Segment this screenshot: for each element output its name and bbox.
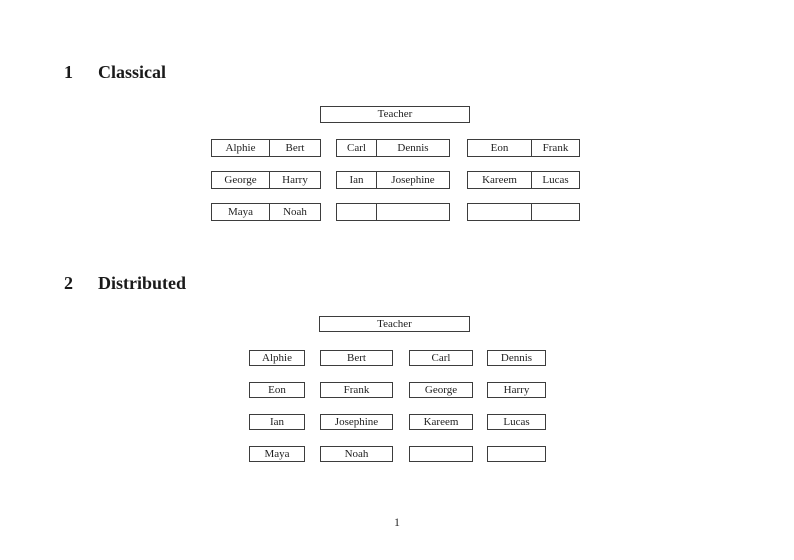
section-number: 2 bbox=[64, 273, 73, 293]
seat: Carl bbox=[337, 140, 377, 156]
section-2-heading: 2 Distributed bbox=[64, 273, 186, 293]
section-title: Distributed bbox=[98, 273, 187, 293]
desk: Kareem Lucas bbox=[467, 171, 580, 189]
seat bbox=[468, 204, 532, 220]
desk: Ian Josephine bbox=[336, 171, 450, 189]
seat: Kareem bbox=[468, 172, 532, 188]
seat: Frank bbox=[542, 141, 569, 154]
seat: Lucas bbox=[542, 173, 569, 186]
seat: Harry bbox=[282, 173, 308, 186]
desk: Lucas bbox=[487, 414, 546, 430]
teacher-box: Teacher bbox=[320, 106, 470, 123]
seat: Eon bbox=[468, 140, 532, 156]
desk bbox=[409, 446, 473, 462]
desk: Kareem bbox=[409, 414, 473, 430]
desk bbox=[487, 446, 546, 462]
desk bbox=[336, 203, 450, 221]
section-title: Classical bbox=[98, 62, 167, 82]
desk: Eon bbox=[249, 382, 305, 398]
desk: Josephine bbox=[320, 414, 393, 430]
seat: Bert bbox=[285, 141, 305, 154]
seat: Alphie bbox=[212, 140, 270, 156]
seat: Maya bbox=[212, 204, 270, 220]
seat: Josephine bbox=[391, 173, 435, 186]
desk: George Harry bbox=[211, 171, 321, 189]
desk: Frank bbox=[320, 382, 393, 398]
section-1-heading: 1 Classical bbox=[64, 62, 166, 82]
desk: Alphie bbox=[249, 350, 305, 366]
section-number: 1 bbox=[64, 62, 73, 82]
desk: Harry bbox=[487, 382, 546, 398]
desk: Noah bbox=[320, 446, 393, 462]
seat: Ian bbox=[337, 172, 377, 188]
desk: Alphie Bert bbox=[211, 139, 321, 157]
desk: George bbox=[409, 382, 473, 398]
desk bbox=[467, 203, 580, 221]
seat bbox=[532, 204, 579, 220]
seat bbox=[337, 204, 377, 220]
seat bbox=[377, 204, 449, 220]
seat: George bbox=[212, 172, 270, 188]
seat: Dennis bbox=[397, 141, 429, 154]
desk: Eon Frank bbox=[467, 139, 580, 157]
desk: Bert bbox=[320, 350, 393, 366]
desk: Ian bbox=[249, 414, 305, 430]
teacher-box: Teacher bbox=[319, 316, 470, 332]
desk: Dennis bbox=[487, 350, 546, 366]
seat: Noah bbox=[283, 205, 307, 218]
desk: Maya bbox=[249, 446, 305, 462]
desk: Maya Noah bbox=[211, 203, 321, 221]
page-number: 1 bbox=[394, 515, 400, 529]
desk: Carl bbox=[409, 350, 473, 366]
desk: Carl Dennis bbox=[336, 139, 450, 157]
